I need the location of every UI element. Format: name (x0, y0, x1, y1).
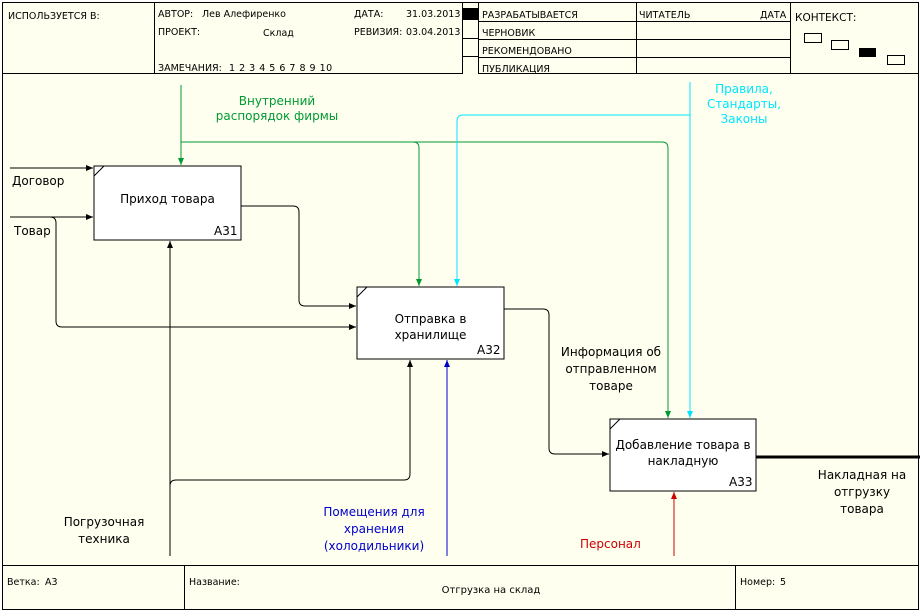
date-label: ДАТА: (354, 9, 384, 20)
label-loading-equipment: Погрузочная техника (63, 515, 145, 546)
project-value: Склад (263, 28, 294, 39)
footer-node-value: A3 (45, 577, 58, 588)
box-a33[interactable] (609, 418, 757, 492)
label-contract: Договор (12, 174, 65, 188)
arrow-internal-rules-a33 (413, 141, 671, 418)
label-regulations: Правила, Стандарты, Законы (706, 82, 782, 126)
footer-number-label: Номер: (740, 577, 776, 588)
project-label: ПРОЕКТ: (158, 27, 201, 38)
arrow-goods-branch (49, 216, 356, 330)
footer-number-value: 5 (780, 577, 787, 588)
arrow-a31-to-a32 (241, 205, 356, 309)
author-value: Лев Алефиренко (202, 9, 286, 20)
revision-label: РЕВИЗИЯ: (354, 27, 403, 38)
arrow-regulations-a32 (454, 114, 690, 286)
box-a32-label: Отправка в хранилище (394, 312, 467, 342)
context-thumb-4 (887, 55, 905, 65)
status-marker-developing (463, 8, 479, 20)
author-label: АВТОР: (158, 9, 194, 20)
date-value: 31.03.2013 (406, 9, 461, 20)
context-thumb-1 (804, 33, 822, 43)
label-info-sent: Информация об отправленном товаре (560, 345, 662, 393)
status-divider-3 (478, 57, 791, 58)
box-a31-label: Приход товара (120, 192, 215, 206)
status-publication: ПУБЛИКАЦИЯ (482, 64, 551, 75)
label-storage-rooms: Помещения для хранения (холодильники) (323, 505, 425, 553)
status-draft: ЧЕРНОВИК (482, 28, 536, 39)
context-thumb-2 (831, 40, 849, 50)
box-a33-label: Добавление товара в накладную (615, 438, 751, 468)
revision-value: 03.04.2013 (406, 27, 461, 38)
used-in-label: ИСПОЛЬЗУЕТСЯ В: (8, 11, 100, 22)
label-internal-rules: Внутренний распорядок фирмы (215, 94, 339, 123)
box-a31-id: A31 (214, 224, 238, 238)
footer-title-label: Название: (189, 577, 240, 588)
context-label: КОНТЕКСТ: (795, 12, 857, 24)
label-staff: Персонал (580, 537, 641, 551)
footer-number-cell (735, 565, 919, 610)
header-author-cell (154, 2, 463, 74)
box-a32-id: A32 (477, 343, 501, 357)
status-developing: РАЗРАБАТЫВАЕТСЯ (482, 10, 578, 21)
reader-label: ЧИТАТЕЛЬ (639, 10, 691, 21)
status-divider-2 (478, 39, 791, 40)
notes-numbers: 1 2 3 4 5 6 7 8 9 10 (229, 63, 333, 74)
context-thumb-3-active (859, 48, 876, 57)
arrow-a32-to-a33 (504, 308, 609, 457)
footer-node-label: Ветка: (7, 577, 40, 588)
label-goods: Товар (14, 224, 51, 238)
box-a33-id: A33 (729, 475, 753, 489)
status-recommended: РЕКОМЕНДОВАНО (482, 46, 572, 57)
context-cell (790, 2, 919, 74)
footer-title-value: Отгрузка на склад (441, 585, 541, 596)
box-a32[interactable] (356, 286, 505, 360)
reader-date-label: ДАТА (760, 10, 787, 21)
box-a31[interactable] (93, 165, 242, 241)
label-invoice: Накладная на отгрузку товара (817, 468, 907, 516)
notes-label: ЗАМЕЧАНИЯ: (158, 63, 222, 74)
status-divider-1 (478, 21, 791, 22)
arrow-loading-equipment-a32 (169, 360, 413, 487)
